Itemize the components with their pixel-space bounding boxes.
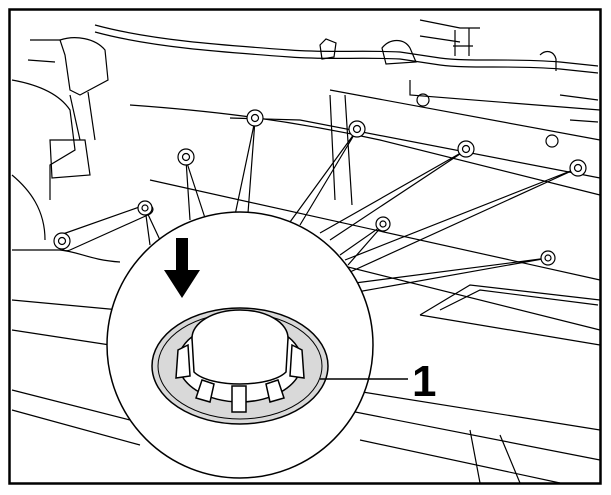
bolt-icon bbox=[457, 140, 475, 158]
arrow-down-icon bbox=[164, 238, 200, 298]
bolt-icon bbox=[246, 109, 264, 127]
bolt-icon bbox=[375, 216, 391, 232]
bolt-icon bbox=[348, 120, 366, 138]
retaining-clip bbox=[151, 307, 329, 425]
fasteners bbox=[53, 109, 587, 293]
bolt-icon bbox=[569, 159, 587, 177]
detail-magnifier bbox=[106, 211, 374, 479]
bolt-icon bbox=[53, 232, 71, 250]
callout-1: 1 bbox=[320, 357, 436, 406]
callout-label: 1 bbox=[412, 357, 436, 406]
bolt-icon bbox=[177, 148, 195, 166]
bolt-icon bbox=[540, 250, 556, 266]
bolt-icon bbox=[137, 200, 153, 216]
